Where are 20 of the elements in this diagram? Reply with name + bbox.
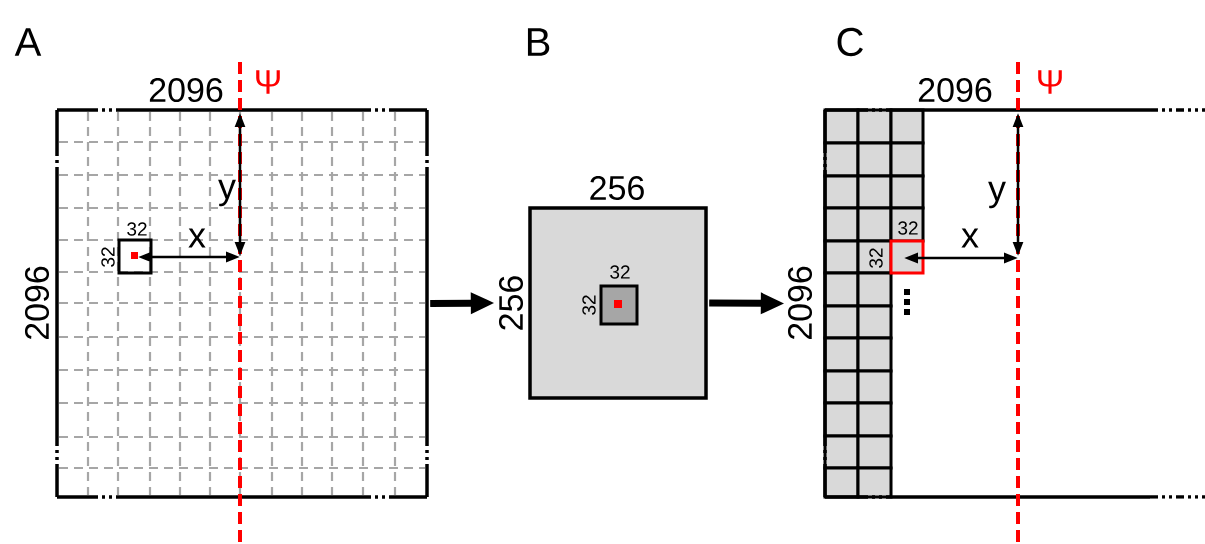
panel-letter: B bbox=[527, 28, 550, 56]
dimension-label: 32 bbox=[869, 248, 883, 268]
dimension-label: 2096 bbox=[787, 266, 813, 340]
dimension-label: 32 bbox=[610, 265, 630, 279]
variable-label: x bbox=[188, 228, 206, 248]
dimension-label: 256 bbox=[590, 175, 644, 201]
dimension-label: 32 bbox=[127, 222, 147, 236]
dimension-label: 32 bbox=[582, 295, 596, 315]
variable-label: x bbox=[961, 228, 979, 248]
symbol-label: Ψ bbox=[1038, 70, 1062, 94]
variable-label: y bbox=[218, 179, 236, 207]
panel-letter: A bbox=[14, 28, 42, 56]
dimension-label: 256 bbox=[498, 276, 524, 330]
dimension-label: 32 bbox=[101, 247, 115, 267]
dimension-label: 2096 bbox=[918, 77, 992, 103]
variable-label: y bbox=[988, 181, 1006, 209]
dimension-label: 2096 bbox=[149, 77, 223, 103]
dimension-label: 2096 bbox=[24, 266, 50, 340]
symbol-label: Ψ bbox=[256, 70, 280, 94]
dimension-label: 32 bbox=[898, 221, 918, 235]
